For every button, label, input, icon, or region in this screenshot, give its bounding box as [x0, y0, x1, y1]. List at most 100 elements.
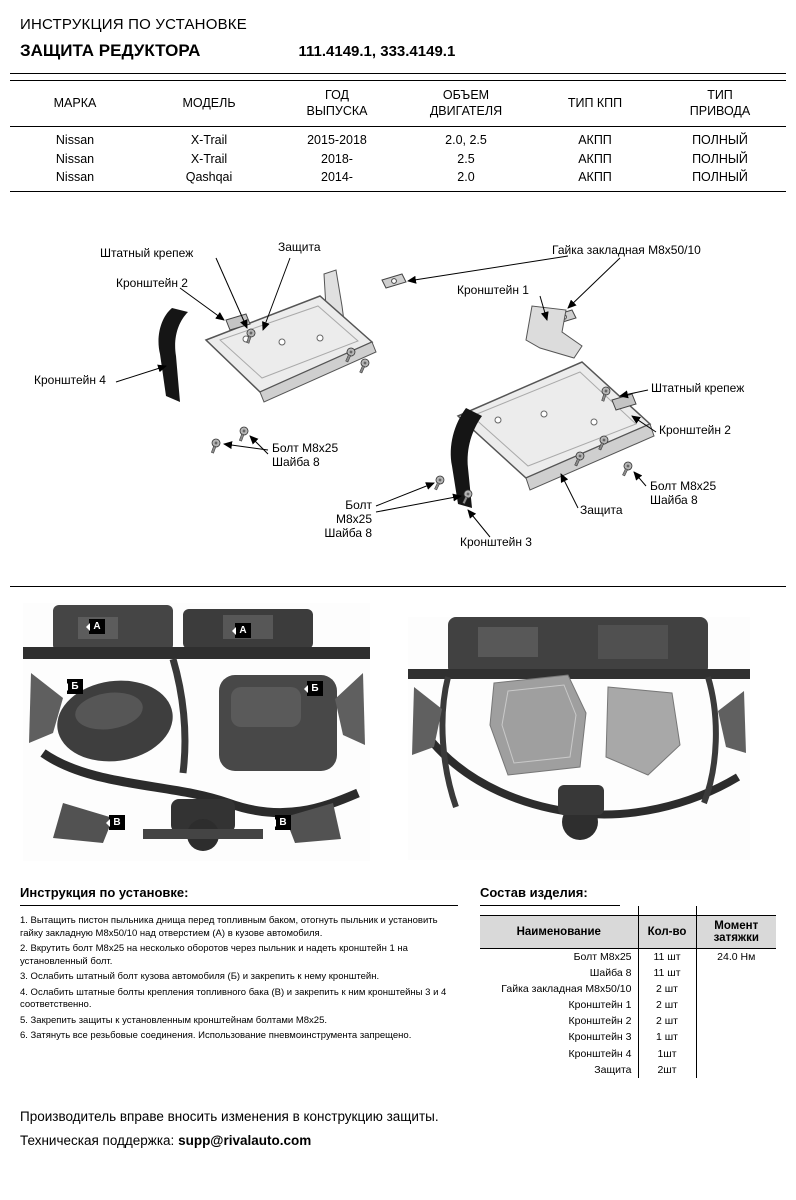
document-title: ИНСТРУКЦИЯ ПО УСТАНОВКЕ [20, 16, 247, 33]
comp-item-torque [696, 1046, 776, 1062]
comp-item-name: Кронштейн 3 [568, 1031, 632, 1044]
cell-transmission: АКПП [578, 133, 612, 148]
header-divider [10, 73, 786, 74]
bracket4-part [158, 308, 188, 402]
fitment-table: МАРКА МОДЕЛЬ ГОД ВЫПУСКА ОБЪЕМ ДВИГАТЕЛЯ… [10, 80, 786, 192]
cell-brand: Nissan [55, 169, 95, 184]
photo-marker-B: Б [64, 679, 83, 694]
comp-col-name: Наименование [480, 914, 638, 949]
label-standard-fastener-left: Штатный крепеж [100, 246, 194, 260]
underbody-photo-right [408, 617, 750, 860]
leader-lines-group [115, 255, 657, 538]
comp-item-qty: 1 шт [637, 1029, 697, 1046]
photo-marker-A: А [232, 623, 251, 638]
composition-row: Болт М8х25 11 шт 24.0 Нм [480, 948, 776, 965]
cell-brand: Nissan [55, 133, 95, 148]
col-header-brand: МАРКА [10, 80, 140, 128]
comp-item-name: Защита [594, 1063, 632, 1076]
comp-item-qty: 1шт [637, 1045, 697, 1062]
part-numbers: 111.4149.1, 333.4149.1 [298, 43, 456, 60]
instruction-step: 3. Ослабить штатный болт кузова автомоби… [20, 971, 380, 983]
instruction-steps: 1. Вытащить пистон пыльника днища перед … [20, 915, 458, 1043]
photo-marker-B: Б [304, 681, 323, 696]
photo-marker-V: В [272, 815, 291, 830]
comp-item-qty: 11 шт [637, 948, 697, 965]
composition-header-row: Наименование Кол-во Момент затяжки [480, 914, 776, 949]
fitment-row: Nissan X-Trail 2015-2018 2.0, 2.5 АКПП П… [10, 127, 786, 150]
bracket3-part [450, 408, 482, 508]
composition-table: Наименование Кол-во Момент затяжки Болт … [480, 906, 776, 1078]
instructions-title: Инструкция по установке: [20, 885, 458, 906]
cell-model: X-Trail [190, 151, 228, 166]
installation-instructions: Инструкция по установке: 1. Вытащить пис… [20, 885, 458, 1078]
product-title-row: ЗАЩИТА РЕДУКТОРА 111.4149.1, 333.4149.1 [20, 41, 776, 61]
cell-drive: ПОЛНЫЙ [692, 133, 748, 148]
composition-row: Защита 2шт [480, 1061, 776, 1078]
col-header-engine: ОБЪЕМ ДВИГАТЕЛЯ [396, 80, 536, 128]
cell-model: Qashqai [185, 169, 233, 184]
protection-plate-left [204, 295, 374, 393]
label-bracket2-left: Кронштейн 2 [116, 276, 188, 290]
comp-item-qty: 2 шт [637, 980, 697, 998]
protection-plate-right [456, 361, 652, 479]
cell-year: 2015-2018 [307, 133, 367, 148]
photo-marker-A: А [86, 619, 105, 634]
comp-item-qty: 2 шт [637, 997, 697, 1014]
cell-drive: ПОЛНЫЙ [692, 151, 748, 166]
document-footer: Производитель вправе вносить изменения в… [20, 1109, 439, 1148]
parts-drawing [115, 255, 657, 538]
label-bolt-washer-center: Болт М8х25 Шайба 8 [324, 498, 372, 540]
composition-row: Гайка закладная М8х50/10 2 шт [480, 980, 776, 998]
composition-row: Кронштейн 2 2 шт [480, 1013, 776, 1030]
label-bracket2-right: Кронштейн 2 [659, 423, 731, 437]
instruction-step: 2. Вкрутить болт М8х25 на несколько обор… [20, 943, 408, 967]
comp-item-torque: 24.0 Нм [717, 950, 756, 963]
label-bolt-washer-left: Болт М8х25 Шайба 8 [272, 441, 339, 469]
composition-title: Состав изделия: [480, 885, 588, 900]
composition-row: Шайба 8 11 шт [480, 964, 776, 981]
instruction-step: 5. Закрепить защиты к установленным крон… [20, 1014, 328, 1026]
label-bracket3: Кронштейн 3 [460, 535, 532, 549]
comp-item-name: Болт М8х25 [573, 950, 632, 963]
assembly-left-group [158, 269, 377, 455]
comp-item-name: Шайба 8 [589, 966, 632, 979]
bottom-section: Инструкция по установке: 1. Вытащить пис… [0, 885, 796, 1078]
comp-item-qty: 2шт [637, 1061, 697, 1078]
label-bracket4: Кронштейн 4 [34, 373, 106, 387]
comp-item-name: Кронштейн 2 [568, 1015, 632, 1028]
manufacturer-note: Производитель вправе вносить изменения в… [20, 1109, 439, 1124]
label-embedded-nut: Гайка закладная М8х50/10 [552, 243, 701, 257]
col-header-transmission: ТИП КПП [536, 80, 654, 128]
comp-item-torque [696, 1062, 776, 1078]
support-email: supp@rivalauto.com [178, 1133, 312, 1148]
bracket1-part [525, 305, 583, 359]
fitment-row: Nissan Qashqai 2014- 2.0 АКПП ПОЛНЫЙ [10, 168, 786, 192]
support-label: Техническая поддержка: [20, 1133, 175, 1148]
comp-item-qty: 11 шт [637, 964, 697, 981]
cell-drive: ПОЛНЫЙ [692, 169, 748, 184]
underbody-photo-right-image [408, 617, 750, 860]
diagram-photos-divider [10, 586, 786, 587]
label-bolt-washer-right: Болт М8х25 Шайба 8 [650, 479, 717, 507]
bracket2-left-part [225, 313, 251, 331]
comp-item-name: Кронштейн 4 [568, 1047, 632, 1060]
col-header-model: МОДЕЛЬ [140, 80, 278, 128]
comp-item-torque [696, 981, 776, 997]
fitment-row: Nissan X-Trail 2018- 2.5 АКПП ПОЛНЫЙ [10, 150, 786, 168]
comp-item-qty: 2 шт [637, 1013, 697, 1030]
product-composition: Состав изделия: Наименование Кол-во Моме… [480, 885, 776, 1078]
comp-item-torque [696, 1029, 776, 1045]
protection-plate-left-flange [259, 341, 377, 403]
label-bracket1: Кронштейн 1 [457, 283, 529, 297]
comp-item-name: Гайка закладная М8х50/10 [501, 982, 632, 995]
comp-item-torque [696, 965, 776, 981]
composition-spacer-row [480, 906, 776, 915]
cell-model: X-Trail [190, 133, 228, 148]
comp-item-torque [696, 997, 776, 1013]
cell-transmission: АКПП [578, 169, 612, 184]
comp-col-qty: Кол-во [637, 914, 697, 949]
underbody-photo-left: А А Б Б В В [23, 603, 370, 861]
instruction-step: 6. Затянуть все резьбовые соединения. Ис… [20, 1030, 412, 1042]
cell-year: 2018- [321, 151, 353, 166]
cell-engine: 2.0, 2.5 [445, 133, 487, 148]
